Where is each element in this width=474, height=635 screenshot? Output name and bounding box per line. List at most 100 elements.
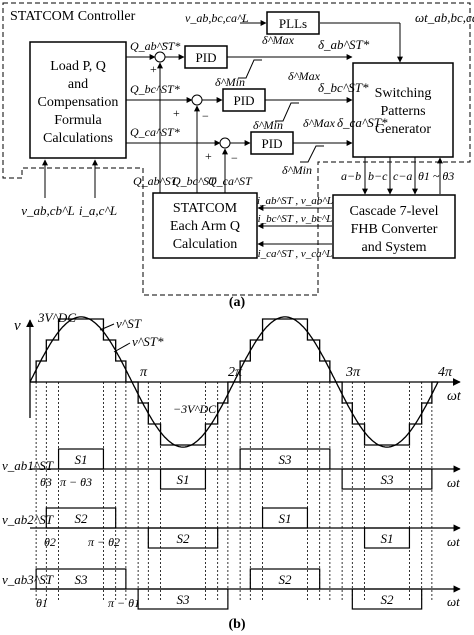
x-axis-label-ab1: ωt (447, 475, 460, 490)
switching-line2: Patterns (380, 104, 425, 119)
vst-star-label: v^ST* (132, 334, 164, 349)
wave-label-ab1: v_ab1^ST (2, 458, 54, 473)
switch-pulse (261, 507, 309, 529)
peak-label: 3V^DC (37, 310, 76, 325)
input-label-v: v_ab,cb^L (21, 203, 75, 218)
caption-a: (a) (229, 295, 246, 310)
tick-2pi: 2π (228, 365, 243, 380)
delta-min-ca: δ^Min (282, 163, 312, 177)
switch-pulse (351, 588, 423, 610)
pulse-label: S2 (381, 592, 395, 607)
limiter-ca (300, 145, 324, 163)
wave-label-ab2: v_ab2^ST (2, 512, 54, 527)
switching-line3: Generator (375, 122, 431, 137)
delta-min-bc: δ^Min (253, 118, 283, 132)
qref-bc-label: Q_bc^ST* (130, 82, 180, 96)
arm-q-line3: Calculation (173, 237, 238, 252)
pulse-label: S3 (381, 472, 395, 487)
tick-pi: π (140, 365, 148, 380)
pulse-label: S1 (75, 452, 88, 467)
plls-label: PLLs (279, 16, 307, 31)
qref-ca-label: Q_ca^ST* (130, 125, 180, 139)
pulse-label: S2 (177, 531, 191, 546)
plls-block (266, 11, 320, 35)
converter-line2: FHB Converter (351, 222, 438, 237)
sign-ca-minus: − (231, 151, 238, 165)
sign-bc-plus: + (173, 106, 180, 120)
load-block-line4: Formula (54, 113, 102, 128)
switch-pulse (159, 468, 207, 490)
arm-q-block (152, 192, 258, 259)
switch-pulse (147, 527, 219, 549)
x-axis-label-ab2: ωt (447, 534, 460, 549)
angle-theta2: θ2 (44, 535, 56, 549)
pid-ab-label: PID (196, 50, 217, 65)
sign-ab-minus: − (162, 36, 169, 50)
vst-pointer (99, 323, 115, 331)
sign-ca-plus: + (205, 149, 212, 163)
angle-theta1: θ1 (36, 596, 48, 610)
sum-junction-ab (154, 51, 166, 63)
pulse-label: S3 (177, 592, 191, 607)
vst-star-pointer (113, 342, 131, 353)
delta-out-ca: δ_ca^ST* (337, 115, 388, 130)
pid-ca-label: PID (262, 136, 283, 151)
pulse-label: S1 (381, 531, 394, 546)
tick-3pi: 3π (345, 365, 361, 380)
angle-pi-minus-theta3: π − θ3 (60, 475, 92, 489)
delta-min-ab: δ^Min (215, 75, 245, 89)
vst-label: v^ST (116, 316, 142, 331)
trough-label: −3V^DC (173, 402, 217, 416)
switch-pulse (363, 527, 411, 549)
sign-bc-minus: − (202, 109, 209, 123)
x-axis-label-main: ωt (447, 389, 462, 404)
meas-bc-label: i_bc^ST , v_bc^L (258, 213, 333, 225)
arm-q-line1: STATCOM (173, 201, 238, 216)
converter-block (332, 194, 456, 259)
angle-theta3: θ3 (40, 475, 52, 489)
phase-bc: b−c (368, 169, 388, 183)
pulse-label: S3 (279, 452, 293, 467)
phase-ca: c−a (393, 169, 412, 183)
block-diagram: STATCOM Controller Load P, Q and Compens… (2, 2, 474, 310)
caption-b: (b) (228, 617, 245, 632)
angle-droplines (35, 382, 433, 600)
switching-block (352, 62, 454, 158)
qref-ab-label: Q_ab^ST* (130, 39, 180, 53)
angle-pi-minus-theta1: π − θ1 (108, 596, 140, 610)
phase-ab: a−b (341, 169, 361, 183)
switch-pulse (239, 448, 331, 470)
sign-ab-plus: + (150, 62, 157, 76)
switch-pulse (45, 507, 117, 529)
controller-title: STATCOM Controller (10, 9, 136, 24)
delta-max-ca: δ^Max (303, 116, 336, 130)
pulse-label: S1 (279, 511, 292, 526)
pulse-label: S3 (75, 572, 89, 587)
meas-ab-label: i_ab^ST , v_ab^L (257, 195, 333, 207)
input-label-i: i_a,c^L (79, 203, 117, 218)
pll-output-label: ωt_ab,bc,ca (415, 10, 474, 25)
converter-line1: Cascade 7-level (349, 204, 438, 219)
delta-out-bc: δ_bc^ST* (318, 80, 369, 95)
delta-out-ab: δ_ab^ST* (318, 37, 370, 52)
arm-q-line2: Each Arm Q (170, 219, 240, 234)
meas-ca-label: i_ca^ST , v_ca^L (258, 248, 333, 260)
reference-sinewave (29, 316, 439, 448)
sum-junction-bc (191, 94, 203, 106)
switch-pulse (249, 568, 321, 590)
qmeas-ca-label: Q_ca^ST (208, 174, 253, 188)
y-axis-label: v (14, 318, 21, 334)
pulse-label: S1 (177, 472, 190, 487)
qmeas-bc-label: Q_bc^ST (172, 174, 217, 188)
switch-pulse (35, 568, 127, 590)
waveform-diagram: v ωt 3V^DC v^ST v^ST* −3V^DC π 2π 3π 4π … (2, 310, 462, 632)
converter-line3: and System (362, 240, 427, 255)
limiter-ab (238, 59, 262, 79)
theta-label: θ1 ~ θ3 (418, 169, 454, 183)
limiter-bc (275, 102, 299, 122)
wave-label-ab3: v_ab3^ST (2, 572, 54, 587)
tick-4pi: 4π (438, 365, 453, 380)
load-block-line1: Load P, Q (50, 59, 106, 74)
